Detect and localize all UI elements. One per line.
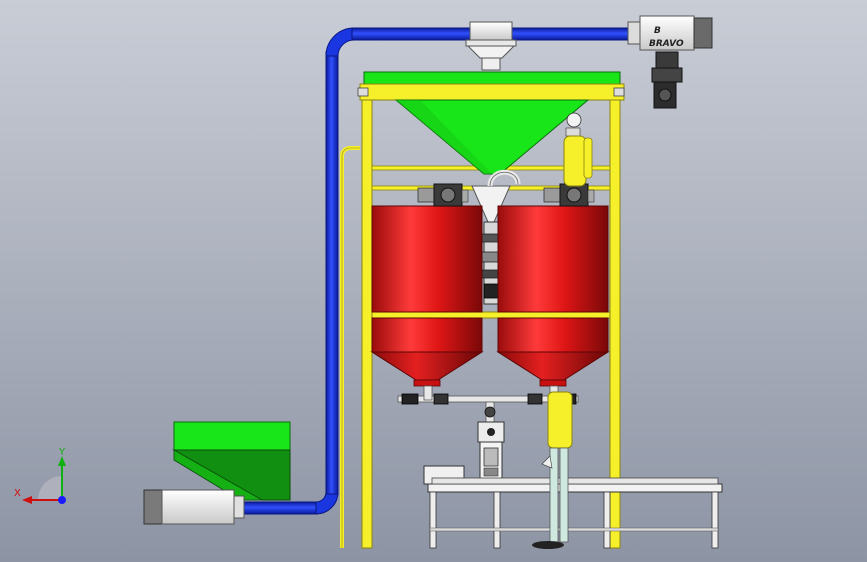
packing-scale[interactable] <box>477 421 505 481</box>
conveyor-table[interactable] <box>423 465 723 549</box>
receiver-hopper[interactable] <box>465 21 517 71</box>
bravo-logo: B BRAVO <box>649 26 684 49</box>
feeder-motor-box[interactable] <box>143 489 245 525</box>
left-tank-motor[interactable] <box>417 183 469 207</box>
operator-upper <box>563 112 593 187</box>
center-distributor[interactable] <box>471 169 521 305</box>
vacuum-pump-unit[interactable]: B BRAVO <box>627 15 713 109</box>
return-line <box>340 146 360 548</box>
right-tank[interactable] <box>496 183 610 387</box>
svg-text:X: X <box>14 488 21 499</box>
operator-lower <box>532 391 573 549</box>
svg-text:B: B <box>654 26 661 36</box>
left-tank[interactable] <box>370 183 484 387</box>
svg-text:Y: Y <box>58 447 66 458</box>
orientation-triad: Y X <box>14 447 66 504</box>
svg-text:BRAVO: BRAVO <box>649 39 684 49</box>
feed-hopper[interactable] <box>172 421 291 501</box>
